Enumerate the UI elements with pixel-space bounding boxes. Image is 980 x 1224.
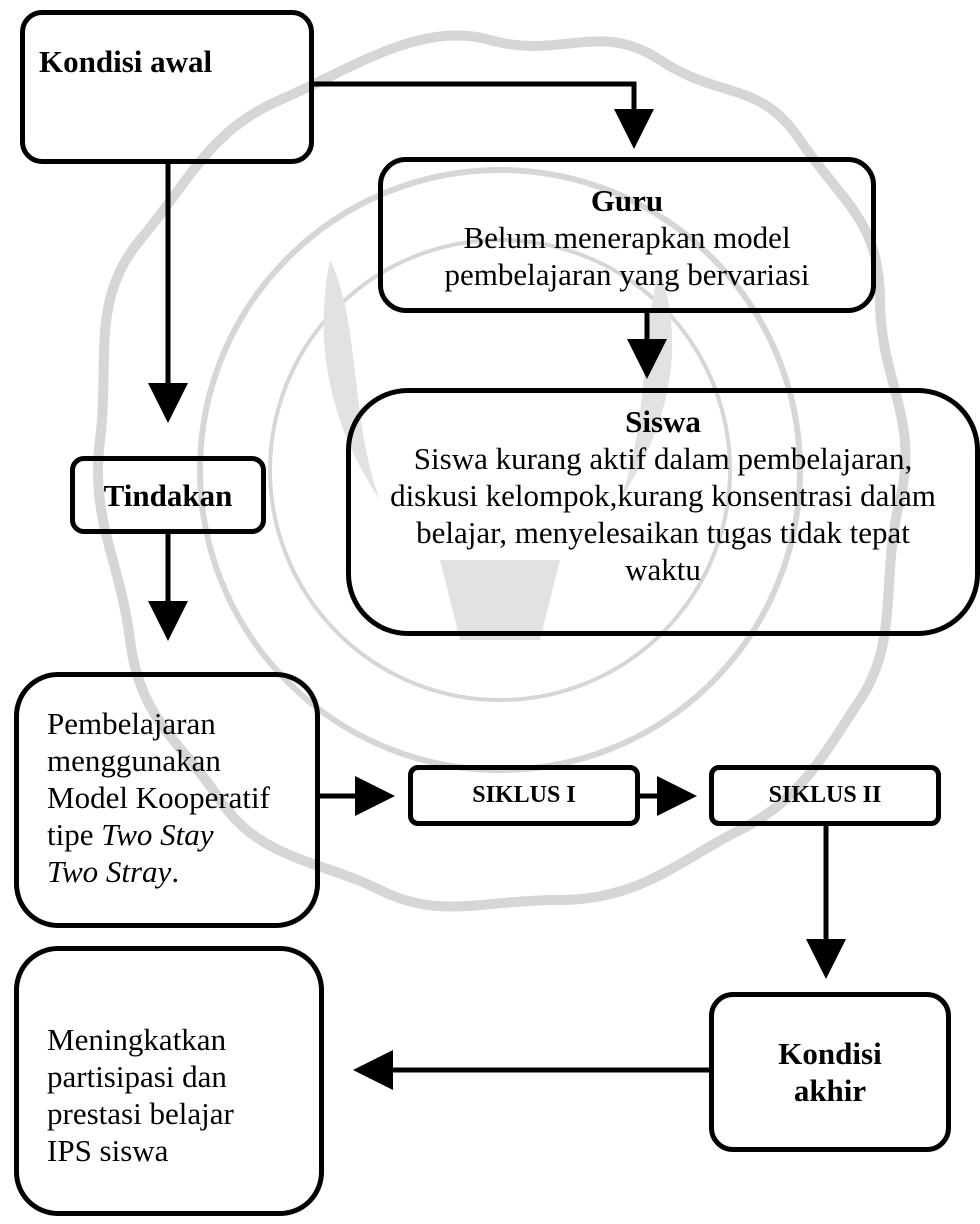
- node-siklus-2-label: SIKLUS II: [768, 782, 882, 808]
- node-tindakan: Tindakan: [70, 456, 266, 534]
- node-siswa: Siswa Siswa kurang aktif dalam pembelaja…: [346, 388, 980, 636]
- node-siswa-line: belajar, menyelesaikan tugas tidak tepat: [416, 515, 910, 550]
- node-kondisi-akhir: Kondisi akhir: [709, 992, 951, 1152]
- node-guru-line: Belum menerapkan model: [463, 220, 791, 255]
- node-kondisi-akhir-line: Kondisi: [778, 1036, 882, 1071]
- node-hasil-line: prestasi belajar: [47, 1096, 234, 1131]
- node-kondisi-akhir-line: akhir: [793, 1073, 867, 1108]
- node-pembelajaran-line: tipe Two Stay: [47, 816, 270, 853]
- node-siklus-2: SIKLUS II: [709, 765, 941, 826]
- node-pembelajaran-period: .: [171, 854, 180, 889]
- node-pembelajaran: Pembelajaran menggunakan Model Kooperati…: [14, 672, 320, 928]
- node-siswa-line: Siswa kurang aktif dalam pembelajaran,: [413, 441, 913, 476]
- node-hasil-line: partisipasi dan: [47, 1059, 227, 1094]
- node-tindakan-label: Tindakan: [103, 477, 233, 513]
- node-pembelajaran-line: Pembelajaran: [47, 706, 216, 741]
- node-siswa-line: diskusi kelompok,kurang konsentrasi dala…: [390, 478, 936, 513]
- node-pembelajaran-line: Two Stray.: [47, 853, 270, 890]
- node-pembelajaran-two-stay: Two Stay: [101, 817, 214, 852]
- arrow-awal-to-guru: [314, 81, 654, 149]
- node-siklus-1: SIKLUS I: [408, 765, 640, 826]
- node-pembelajaran-line: menggunakan: [47, 743, 221, 778]
- node-guru-line: pembelajaran yang bervariasi: [444, 257, 810, 292]
- node-siklus-1-label: SIKLUS I: [472, 782, 576, 808]
- node-guru: Guru Belum menerapkan model pembelajaran…: [378, 157, 876, 313]
- node-kondisi-awal: Kondisi awal: [20, 10, 314, 164]
- node-siswa-line: waktu: [625, 552, 701, 587]
- node-kondisi-awal-label: Kondisi awal: [39, 44, 213, 79]
- node-pembelajaran-tipe: tipe: [47, 817, 102, 852]
- node-pembelajaran-two-stray: Two Stray: [47, 854, 172, 889]
- node-pembelajaran-line: Model Kooperatif: [47, 780, 270, 815]
- node-siswa-title: Siswa: [625, 404, 701, 439]
- node-hasil-line: Meningkatkan: [47, 1022, 227, 1057]
- node-guru-title: Guru: [590, 183, 664, 218]
- node-hasil: Meningkatkan partisipasi dan prestasi be…: [14, 946, 324, 1216]
- node-hasil-line: IPS siswa: [47, 1133, 169, 1168]
